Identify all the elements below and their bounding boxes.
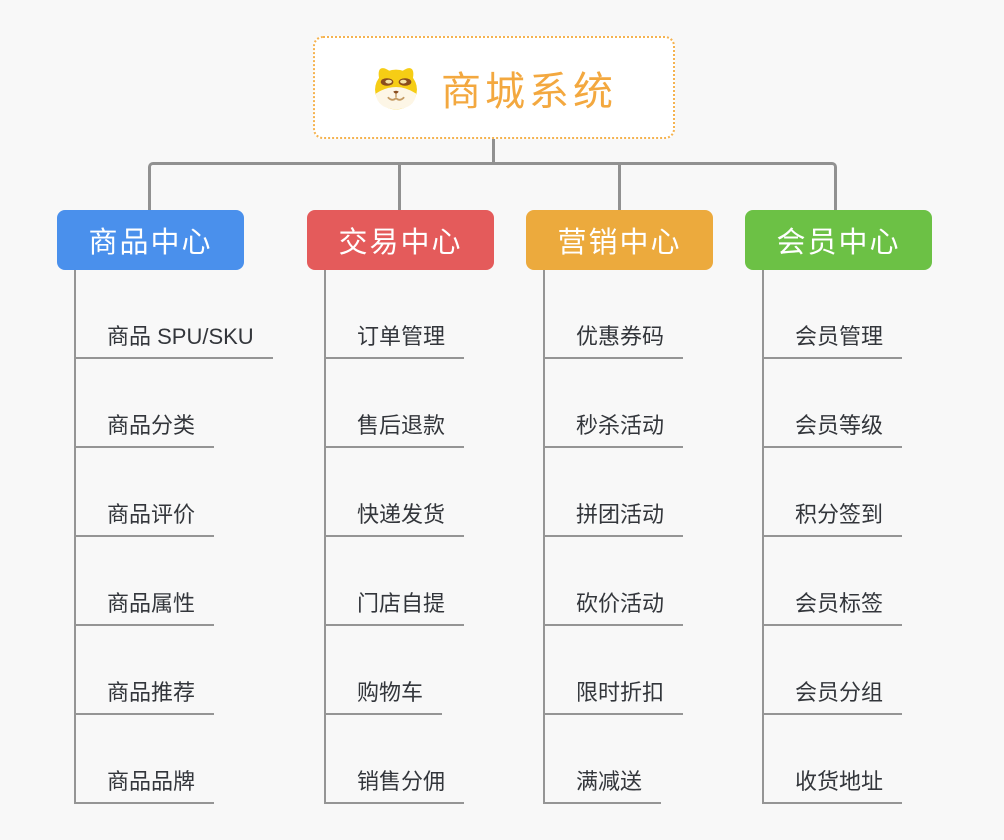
- branch-children: 订单管理 售后退款 快递发货 门店自提 购物车 销售分佣: [324, 270, 586, 804]
- branch-box-product-center[interactable]: 商品中心: [57, 210, 244, 270]
- child-node[interactable]: 秒杀活动: [545, 359, 805, 448]
- child-node[interactable]: 订单管理: [326, 270, 586, 359]
- root-node[interactable]: 商城系统: [313, 36, 675, 139]
- branch-member-center: 会员中心 会员管理 会员等级 积分签到 会员标签 会员分组 收货地址: [745, 210, 932, 804]
- child-node[interactable]: 购物车: [326, 626, 586, 715]
- child-node-label: 会员标签: [764, 586, 903, 626]
- child-node[interactable]: 拼团活动: [545, 448, 805, 537]
- child-node[interactable]: 砍价活动: [545, 537, 805, 626]
- branch-label: 会员中心: [776, 227, 901, 259]
- child-node[interactable]: 限时折扣: [545, 626, 805, 715]
- branch-marketing-center: 营销中心 优惠券码 秒杀活动 拼团活动 砍价活动 限时折扣 满减送: [526, 210, 713, 804]
- branch-trade-center: 交易中心 订单管理 售后退款 快递发货 门店自提 购物车 销售分佣: [307, 210, 494, 804]
- child-node[interactable]: 会员等级: [764, 359, 1004, 448]
- child-node-label: 商品属性: [76, 586, 215, 626]
- child-node[interactable]: 优惠券码: [545, 270, 805, 359]
- child-node-label: 商品推荐: [76, 675, 215, 715]
- child-node[interactable]: 会员标签: [764, 537, 1004, 626]
- child-node[interactable]: 商品品牌: [76, 715, 336, 804]
- child-node-label: 满减送: [545, 764, 662, 804]
- child-node-label: 会员管理: [764, 319, 903, 359]
- child-node-label: 商品品牌: [76, 764, 215, 804]
- child-node-label: 会员等级: [764, 408, 903, 448]
- branch-label: 商品中心: [88, 227, 213, 259]
- child-node[interactable]: 收货地址: [764, 715, 1004, 804]
- child-node[interactable]: 商品分类: [76, 359, 336, 448]
- child-node[interactable]: 商品推荐: [76, 626, 336, 715]
- child-node-label: 限时折扣: [545, 675, 684, 715]
- child-node[interactable]: 销售分佣: [326, 715, 586, 804]
- child-node[interactable]: 商品属性: [76, 537, 336, 626]
- child-node[interactable]: 商品评价: [76, 448, 336, 537]
- child-node[interactable]: 满减送: [545, 715, 805, 804]
- child-node-label: 会员分组: [764, 675, 903, 715]
- branch-label: 营销中心: [557, 227, 682, 259]
- child-node[interactable]: 门店自提: [326, 537, 586, 626]
- child-node-label: 快递发货: [326, 497, 465, 537]
- child-node-label: 收货地址: [764, 764, 903, 804]
- branch-product-center: 商品中心 商品 SPU/SKU 商品分类 商品评价 商品属性 商品推荐 商品品牌: [57, 210, 273, 804]
- child-node-label: 销售分佣: [326, 764, 465, 804]
- connector-drop: [398, 165, 401, 210]
- branch-label: 交易中心: [338, 227, 463, 259]
- connector-bus: [148, 162, 837, 210]
- child-node-label: 拼团活动: [545, 497, 684, 537]
- child-node[interactable]: 售后退款: [326, 359, 586, 448]
- child-node-label: 商品分类: [76, 408, 215, 448]
- branch-box-marketing-center[interactable]: 营销中心: [526, 210, 713, 270]
- child-node-label: 订单管理: [326, 319, 465, 359]
- branch-children: 商品 SPU/SKU 商品分类 商品评价 商品属性 商品推荐 商品品牌: [74, 270, 336, 804]
- child-node-label: 售后退款: [326, 408, 465, 448]
- child-node[interactable]: 快递发货: [326, 448, 586, 537]
- child-node[interactable]: 积分签到: [764, 448, 1004, 537]
- child-node[interactable]: 会员管理: [764, 270, 1004, 359]
- branch-box-trade-center[interactable]: 交易中心: [307, 210, 494, 270]
- child-node[interactable]: 商品 SPU/SKU: [76, 270, 336, 359]
- child-node-label: 商品 SPU/SKU: [76, 319, 273, 359]
- branch-box-member-center[interactable]: 会员中心: [745, 210, 932, 270]
- child-node-label: 积分签到: [764, 497, 903, 537]
- child-node-label: 优惠券码: [545, 319, 684, 359]
- connector-root-stem: [492, 139, 495, 163]
- child-node-label: 购物车: [326, 675, 443, 715]
- child-node-label: 秒杀活动: [545, 408, 684, 448]
- connector-drop: [618, 165, 621, 210]
- child-node-label: 砍价活动: [545, 586, 684, 626]
- root-title: 商城系统: [441, 69, 617, 114]
- branch-children: 会员管理 会员等级 积分签到 会员标签 会员分组 收货地址: [762, 270, 1004, 804]
- dog-face-icon: [371, 64, 421, 111]
- branch-children: 优惠券码 秒杀活动 拼团活动 砍价活动 限时折扣 满减送: [543, 270, 805, 804]
- child-node[interactable]: 会员分组: [764, 626, 1004, 715]
- child-node-label: 商品评价: [76, 497, 215, 537]
- child-node-label: 门店自提: [326, 586, 465, 626]
